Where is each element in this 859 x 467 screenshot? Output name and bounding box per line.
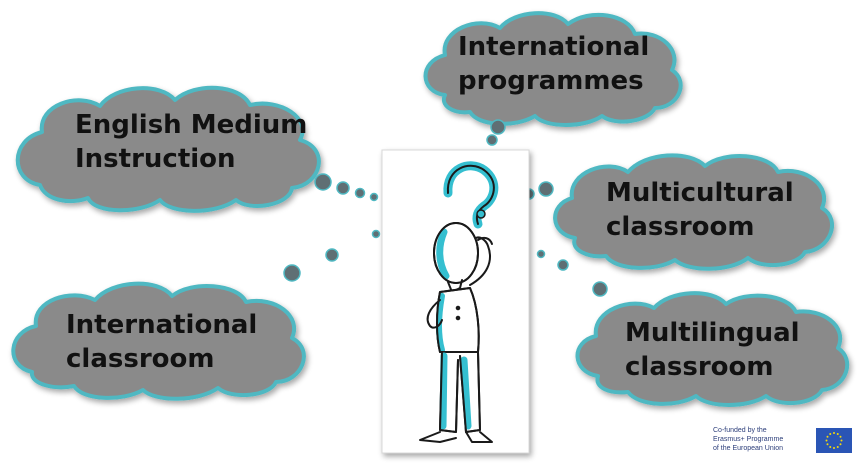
eu-star [825,439,828,442]
thought-bubbles-right-bottom [536,249,608,297]
eu-star [833,447,835,449]
cofunded-line: Co-funded by the [713,427,767,434]
eu-star [833,432,835,434]
cloud-international-classroom [11,281,306,401]
erasmus-cofunded-notice: Co-funded by the Erasmus+ Programme of t… [713,426,853,460]
cofunded-line: of the European Union [713,445,784,452]
eu-flag-icon [816,428,852,453]
cofunded-line: Erasmus+ Programme [713,436,784,443]
label-line: International [66,310,258,340]
eu-star [826,435,829,438]
eu-star [839,443,842,446]
label-line: Instruction [75,144,236,174]
label-line: programmes [458,66,644,96]
thought-bubbles-top [486,119,506,146]
eu-star [829,446,832,448]
eu-star [836,433,839,435]
eu-star [826,443,829,446]
label-line: classroom [66,344,215,374]
cofunded-text: Co-funded by the Erasmus+ Programme of t… [713,426,811,453]
label-international-classroom: International classroom [66,308,257,376]
eu-star [839,435,842,438]
cloud-international-programmes [423,11,683,127]
eu-star [829,433,832,435]
label-line: English Medium [75,110,308,140]
eu-star [836,446,839,448]
label-multicultural-classroom: Multicultural classroom [606,176,794,244]
label-line: Multilingual [625,318,800,348]
cloud-multilingual-classroom [575,291,850,407]
label-english-medium-instruction: English Medium Instruction [75,108,307,176]
question-mark-icon [443,161,499,229]
label-line: Multicultural [606,178,794,208]
cloud-multicultural-classroom [553,153,835,271]
person-thinking-icon [419,222,493,443]
label-multilingual-classroom: Multilingual classroom [625,316,800,384]
label-line: classroom [625,352,774,382]
thought-bubbles-left-bottom [283,229,381,282]
eu-star [840,439,843,442]
label-line: International [458,32,650,62]
cloud-english-medium-instruction [15,85,321,213]
label-international-programmes: International programmes [458,30,649,98]
label-line: classroom [606,212,755,242]
thought-bubbles-left-top [314,173,379,202]
